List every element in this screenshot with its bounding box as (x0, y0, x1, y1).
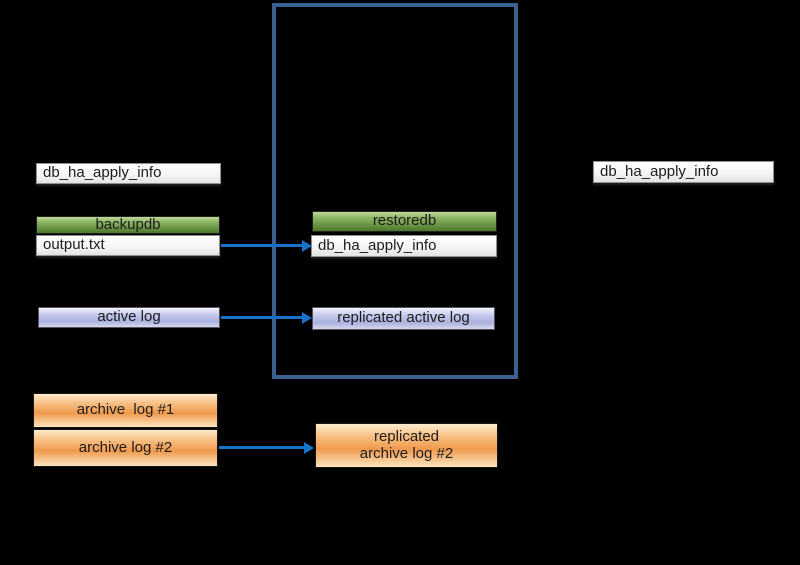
db-ha-apply-info-label-source: db_ha_apply_info (43, 164, 162, 182)
db-ha-apply-info-box-standby: db_ha_apply_info (593, 161, 774, 183)
active-log-box: active log (38, 307, 220, 328)
replicated-archive-log-2-box: replicated archive log #2 (315, 423, 498, 468)
backupdb-label: backupdb (95, 215, 161, 233)
active-log-label: active log (97, 308, 161, 326)
db-ha-apply-info-label-restore: db_ha_apply_info (318, 236, 437, 254)
restore-host-boundary (272, 3, 518, 379)
archive-log-1-label: archive log #1 (76, 401, 175, 419)
archive-log-2-box: archive log #2 (33, 429, 218, 467)
archive-log-1-box: archive log #1 (33, 393, 218, 428)
replicated-active-log-label: replicated active log (337, 309, 470, 327)
replicated-archive-log-2-label-line1: replicated (373, 428, 440, 445)
restoredb-label: restoredb (372, 212, 437, 230)
replicated-archive-log-2-label-line2: archive log #2 (359, 444, 454, 462)
arrowhead-icon (302, 311, 312, 324)
db-ha-apply-info-box-source: db_ha_apply_info (36, 163, 221, 184)
arrow-active-log-to-replicated (221, 311, 312, 324)
output-txt-box: output.txt (36, 235, 220, 256)
arrowhead-icon (304, 441, 314, 454)
archive-log-2-label: archive log #2 (78, 438, 173, 456)
output-txt-label: output.txt (43, 236, 105, 254)
db-ha-apply-info-box-restore: db_ha_apply_info (311, 235, 497, 257)
db-ha-apply-info-label-standby: db_ha_apply_info (600, 162, 719, 180)
arrow-output-to-apply-info (221, 239, 312, 252)
restoredb-box: restoredb (312, 211, 497, 232)
backupdb-box: backupdb (36, 216, 220, 234)
arrowhead-icon (302, 239, 312, 252)
arrow-archive-log-2-to-replicated (219, 441, 314, 454)
replicated-active-log-box: replicated active log (312, 307, 495, 330)
